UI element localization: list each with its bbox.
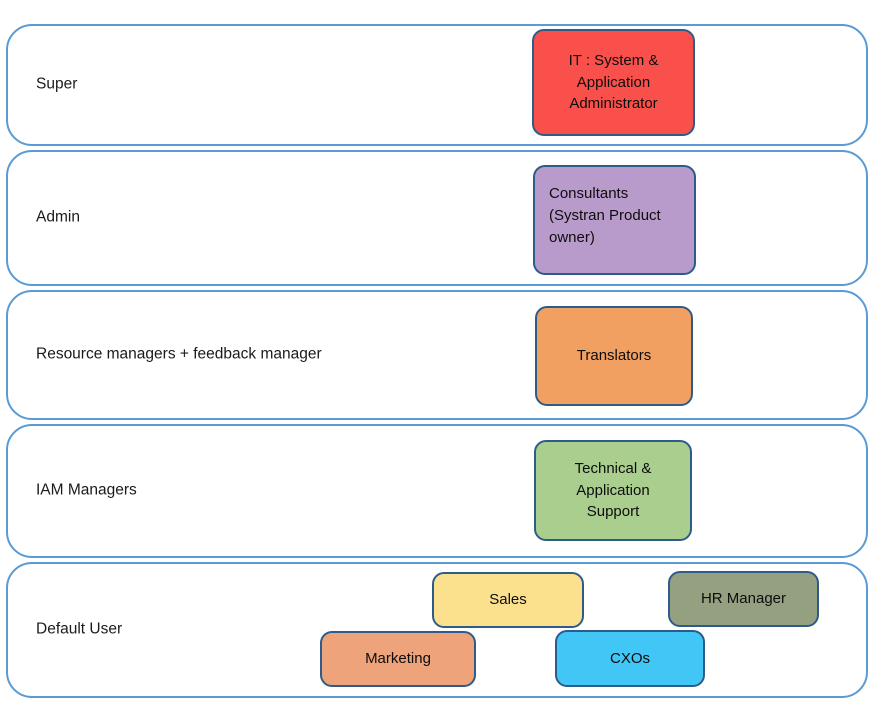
role-box-consultants-systran-product-owner[interactable]: Consultants (Systran Product owner) <box>533 165 696 275</box>
tier-label-super: Super <box>36 75 78 93</box>
role-box-label: IT : System & Application Administrator <box>568 51 659 113</box>
role-box-label: CXOs <box>609 649 650 667</box>
role-box-hr-manager[interactable]: HR Manager <box>668 571 819 627</box>
tier-band-resource-managers: Resource managers + feedback manager <box>6 290 868 420</box>
role-box-sales[interactable]: Sales <box>432 572 584 628</box>
tier-band-admin: Admin <box>6 150 868 286</box>
role-box-it-system-application-administrator[interactable]: IT : System & Application Administrator <box>532 29 695 136</box>
tier-label-admin: Admin <box>36 208 80 226</box>
role-box-label: Technical & Application Support <box>574 459 652 521</box>
role-box-label: Marketing <box>365 650 431 668</box>
role-box-translators[interactable]: Translators <box>535 306 693 406</box>
role-box-label: Sales <box>489 591 527 609</box>
tier-label-default-user: Default User <box>36 620 123 638</box>
tier-label-iam-managers: IAM Managers <box>36 481 137 499</box>
role-box-label: HR Manager <box>700 590 787 608</box>
role-box-label: Translators <box>576 347 652 365</box>
tier-band-super: Super <box>6 24 868 146</box>
role-box-marketing[interactable]: Marketing <box>320 631 476 687</box>
role-box-label: Consultants (Systran Product owner) <box>549 185 661 246</box>
role-box-cxos[interactable]: CXOs <box>555 630 705 687</box>
role-box-technical-application-support[interactable]: Technical & Application Support <box>534 440 692 541</box>
tier-band-iam-managers: IAM Managers <box>6 424 868 558</box>
tier-label-resource-managers: Resource managers + feedback manager <box>36 345 322 363</box>
